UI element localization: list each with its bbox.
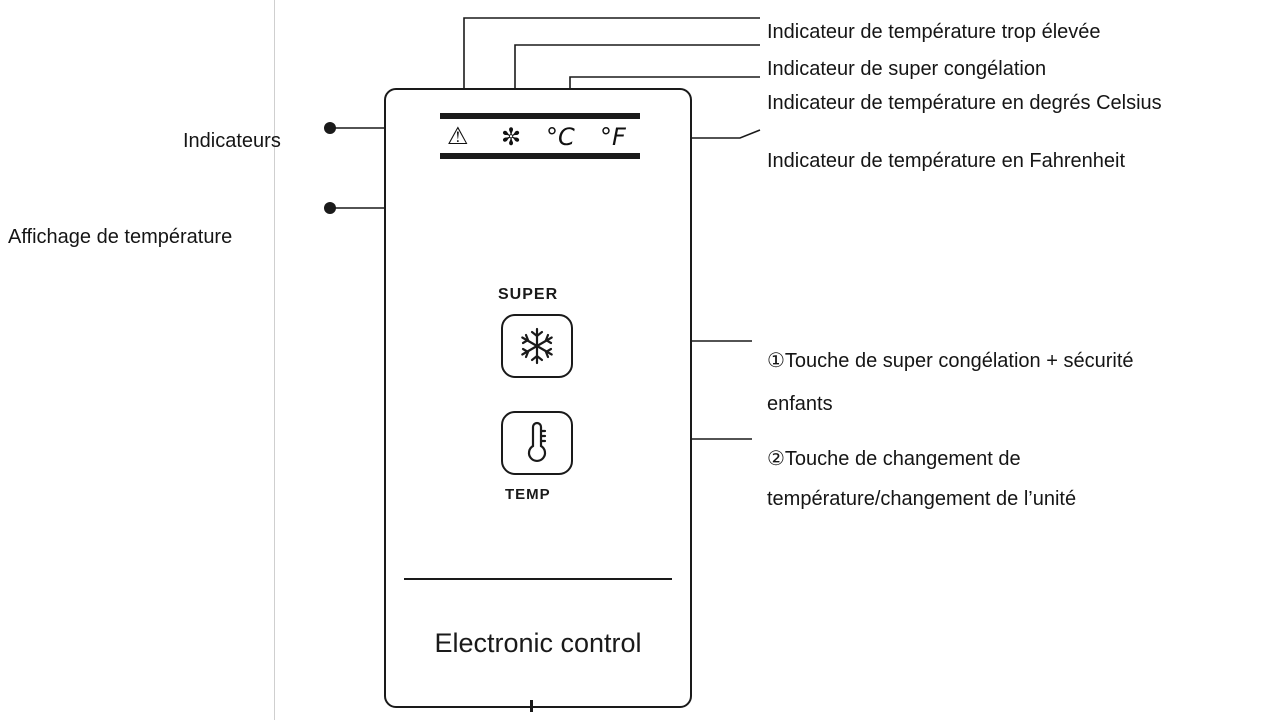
label-too-high: Indicateur de température trop élevée xyxy=(767,21,1101,43)
celsius-indicator: °C xyxy=(546,123,575,151)
temp-button-label: TEMP xyxy=(505,486,551,503)
label-key2-line2: température/changement de l’unité xyxy=(767,488,1077,510)
dot-temp-display xyxy=(324,202,336,214)
snowflake-icon xyxy=(521,327,553,365)
super-button-label: SUPER xyxy=(498,286,559,303)
label-key2-line1: ②Touche de changement de xyxy=(767,448,1021,470)
super-freeze-button[interactable] xyxy=(501,314,573,378)
thermometer-icon xyxy=(527,421,547,463)
temp-change-button[interactable] xyxy=(501,411,573,475)
fahrenheit-indicator: °F xyxy=(600,123,626,151)
page-divider-line xyxy=(274,0,275,720)
leader-super-freeze xyxy=(514,44,760,107)
label-super-freeze: Indicateur de super congélation xyxy=(767,58,1047,80)
control-panel-body xyxy=(384,88,692,708)
label-indicators: Indicateurs xyxy=(183,130,281,152)
indicator-strip xyxy=(440,113,640,159)
panel-bottom-tick xyxy=(530,700,533,712)
label-key1-line1: ①Touche de super congélation + sécurité xyxy=(767,350,1134,372)
label-key1-line2: enfants xyxy=(767,393,833,415)
dot-indicators xyxy=(324,122,336,134)
label-temp-display: Affichage de température xyxy=(8,226,233,248)
label-celsius: Indicateur de température en degrés Cels… xyxy=(767,92,1162,114)
snowflake-icon: ✼ xyxy=(501,123,522,151)
label-fahrenheit: Indicateur de température en Fahrenheit xyxy=(767,150,1125,172)
warning-triangle-icon: ⚠ xyxy=(447,122,469,150)
panel-title: Electronic control xyxy=(434,628,642,658)
leader-too-high xyxy=(463,17,760,104)
panel-divider xyxy=(404,578,672,580)
